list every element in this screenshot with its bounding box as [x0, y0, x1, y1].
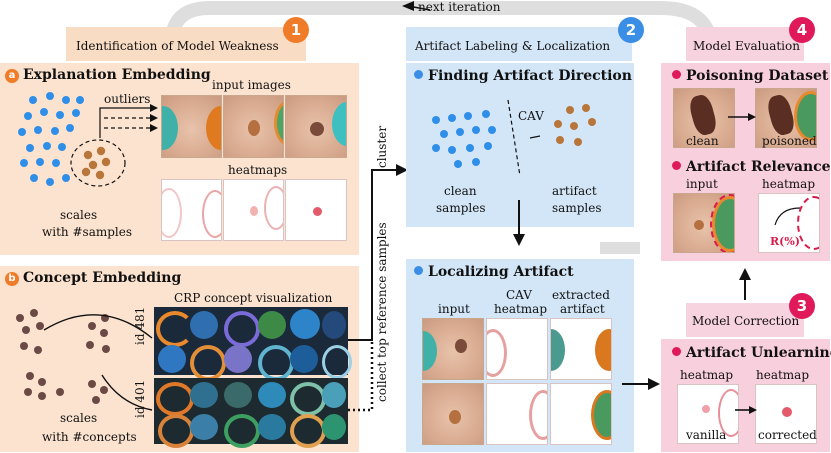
- loc-cav-heatmap-2: [486, 383, 548, 445]
- poison-poisoned-label: poisoned: [762, 134, 817, 148]
- input-image-2: [223, 95, 284, 158]
- finding-artifact-panel: [406, 63, 634, 227]
- heatmap-3: [285, 179, 347, 241]
- stage3-title: Model Correction: [692, 314, 800, 328]
- relevance-heatmap-image: [758, 193, 820, 253]
- poison-clean-label: clean: [686, 134, 719, 148]
- stage3-header: [686, 303, 804, 337]
- stage2-header: [406, 27, 632, 61]
- localizing-artifact-title-text: Localizing Artifact: [428, 264, 574, 280]
- next-iteration-label: next iteration: [418, 0, 501, 14]
- stage2-badge: 2: [618, 17, 644, 43]
- col-cav-line2: heatmap: [494, 302, 548, 316]
- input-images-label: input images: [212, 78, 291, 92]
- unlearning-corrected-heatmap: [755, 384, 817, 444]
- stage4-header: [686, 27, 804, 61]
- artifact-relevance-title: Artifact Relevance: [672, 160, 831, 174]
- relevance-r-label: R(%): [770, 235, 801, 248]
- col-cav-line1: CAV: [506, 288, 532, 302]
- heatmaps-label: heatmaps: [228, 163, 288, 177]
- outliers-label: outliers: [104, 92, 151, 106]
- stage4-badge: 4: [789, 17, 815, 43]
- input-image-1: [161, 95, 222, 158]
- relevance-input-label: input: [686, 177, 718, 191]
- artifact-samples-line2: samples: [552, 201, 602, 215]
- vanilla-label: vanilla: [686, 428, 727, 442]
- stage4-title: Model Evaluation: [693, 39, 800, 53]
- finding-artifact-title-text: Finding Artifact Direction: [428, 68, 632, 84]
- unlearning-heatmap-left: heatmap: [680, 368, 734, 382]
- clean-samples-line1: clean: [444, 184, 477, 198]
- scales-samples-line1: scales: [60, 208, 98, 222]
- explanation-embedding-title: a Explanation Embedding: [5, 68, 211, 83]
- poisoning-dataset-title: Poisoning Dataset: [672, 69, 828, 83]
- poison-clean-image: [673, 88, 735, 148]
- concept-embedding-title-text: Concept Embedding: [23, 270, 182, 286]
- crp-grid-481: [154, 307, 352, 381]
- stage1-header: [66, 27, 306, 61]
- col-input-label: input: [438, 302, 470, 316]
- artifact-relevance-title-text: Artifact Relevance: [686, 159, 831, 175]
- crp-grid-401: [154, 378, 348, 448]
- cav-label: CAV: [518, 109, 544, 123]
- artifact-unlearning-title-text: Artifact Unlearning: [686, 345, 831, 361]
- loc-cav-heatmap-1: [486, 318, 548, 380]
- col-extracted-line2: artifact: [560, 302, 605, 316]
- loc-input-2: [422, 383, 484, 445]
- loc-extracted-1: [550, 318, 612, 380]
- stage1-badge: 1: [283, 17, 309, 43]
- scales-concepts-line1: scales: [60, 411, 98, 425]
- concept-embedding-title: b Concept Embedding: [5, 271, 181, 286]
- heatmap-2: [223, 179, 284, 241]
- loc-extracted-2: [550, 383, 612, 445]
- crp-label: CRP concept visualization: [174, 291, 333, 305]
- stage1-title: Identification of Model Weakness: [76, 39, 279, 53]
- scales-samples-line2: with #samples: [42, 225, 132, 239]
- finding-artifact-title: Finding Artifact Direction: [414, 69, 632, 83]
- corrected-label: corrected: [758, 428, 817, 442]
- stage3-badge: 3: [789, 293, 815, 319]
- unlearning-vanilla-heatmap: [677, 384, 739, 444]
- localizing-artifact-title: Localizing Artifact: [414, 265, 574, 279]
- input-image-3: [285, 95, 347, 158]
- explanation-embedding-title-text: Explanation Embedding: [23, 67, 211, 83]
- scales-concepts-line2: with #concepts: [42, 430, 137, 444]
- artifact-samples-line1: artifact: [552, 184, 597, 198]
- loc-input-1: [422, 318, 484, 380]
- heatmap-1: [161, 179, 222, 241]
- letter-badge-a: a: [5, 69, 19, 83]
- clean-samples-line2: samples: [436, 201, 486, 215]
- letter-badge-b: b: [5, 272, 19, 286]
- poisoning-dataset-title-text: Poisoning Dataset: [686, 68, 829, 84]
- stage2-title: Artifact Labeling & Localization: [415, 39, 611, 53]
- artifact-unlearning-title: Artifact Unlearning: [672, 346, 831, 360]
- poison-poisoned-image: [755, 88, 817, 148]
- relevance-heatmap-label: heatmap: [762, 177, 816, 191]
- unlearning-heatmap-right: heatmap: [756, 368, 810, 382]
- relevance-input-image: [673, 193, 735, 253]
- col-extracted-line1: extracted: [552, 288, 610, 302]
